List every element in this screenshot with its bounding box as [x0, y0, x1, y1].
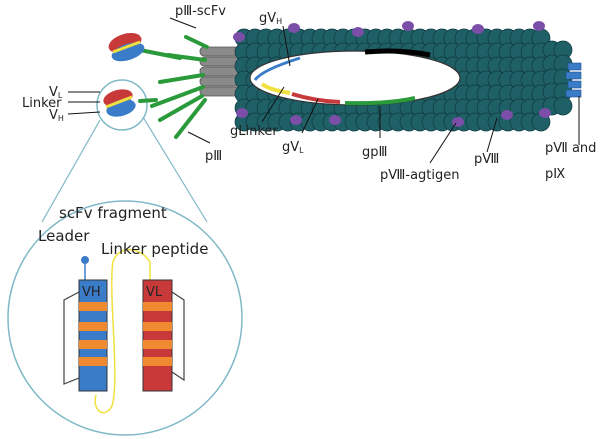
antigen-dot [329, 115, 341, 125]
pviii-label: pⅧ [474, 152, 499, 167]
antigen-dot [352, 27, 364, 37]
vl-disulfide-bracket [171, 291, 185, 382]
vh-cdr-band [79, 302, 107, 311]
vl-cdr-band [143, 357, 172, 366]
pviii-agtigen-label: pⅧ-agtigen [380, 168, 459, 183]
zoom-line-right [142, 116, 208, 223]
vl-cdr-band [143, 322, 172, 331]
pvii-pix-cap [565, 62, 582, 98]
antigen-dot [472, 24, 484, 34]
scfv-fragment-title: scFv fragment [59, 204, 167, 222]
scfv-unit-circled [96, 79, 158, 131]
vl-box-label: VL [146, 285, 163, 300]
glinker-pointer [261, 86, 285, 123]
antigen-dot [402, 21, 414, 31]
vh-pointer [67, 111, 101, 115]
vl-cdr-band [143, 340, 172, 349]
labels: pⅢ-scFv VL Linker VH gVH gLinker gVL pⅢ … [22, 4, 596, 183]
leader-dot [81, 256, 89, 264]
vh-cdr-band [79, 322, 107, 331]
glinker-label: gLinker [230, 124, 278, 139]
gvh-label-sub: H [276, 17, 282, 26]
linker-peptide-label: Linker peptide [101, 240, 208, 258]
pviii-pointer [486, 117, 498, 153]
piii-rods [150, 35, 209, 139]
gvl-label-sub: L [299, 146, 304, 155]
glinker-segment [260, 82, 291, 95]
pix-label: pⅨ [545, 167, 565, 182]
linker-label: Linker [22, 96, 62, 111]
gvh-pointer [282, 25, 291, 67]
phage-particle [199, 21, 582, 132]
gvl-label-main: gV [282, 140, 299, 155]
gvl-segment [291, 92, 341, 104]
piii-label: pⅢ [205, 149, 222, 164]
scfv-vh-domain [111, 42, 145, 62]
pvii-and-label: pⅦ and [545, 141, 596, 156]
vh-cdr-band [79, 357, 107, 366]
piii-rod [158, 94, 204, 122]
scfv-linker [105, 95, 133, 109]
scfv-fragment-detail: VH VL scFv fragment Leader Linker peptid… [7, 200, 243, 436]
piii-rod [150, 85, 205, 108]
antigen-dot [290, 115, 302, 125]
zoom-circle [96, 79, 148, 131]
piii-rod [184, 35, 209, 49]
zoom-line-left [41, 119, 101, 223]
vh-box-label: VH [82, 285, 101, 300]
pviii-agtigen-pointer [429, 122, 457, 164]
vl-label-sub: L [58, 91, 63, 100]
vl-box [142, 279, 173, 392]
piii-rod [158, 73, 205, 84]
vl-label-main: V [49, 85, 58, 100]
antigen-dot [539, 108, 551, 118]
antigen-dot [236, 108, 248, 118]
pointer-lines [67, 17, 580, 164]
piii-cap [199, 46, 241, 97]
gvl-pointer [301, 98, 319, 134]
antigen-dot [233, 32, 245, 42]
antigen-dot [501, 110, 513, 120]
vh-disulfide-bracket [63, 291, 80, 385]
piii-scfv-pointer [169, 17, 197, 29]
vh-label-main: V [49, 108, 58, 123]
antigen-dot [533, 21, 545, 31]
piii-scfv-label: pⅢ-scFv [175, 4, 226, 19]
vh-cdr-band [79, 340, 107, 349]
gvl-label: gVL [282, 140, 304, 155]
gpiii-label: gpⅢ [362, 145, 387, 160]
piii-pointer [187, 131, 211, 144]
vh-label: VH [49, 108, 64, 123]
gpiii-segment [344, 96, 416, 106]
genome-black-segment [364, 48, 431, 58]
vl-label: VL [49, 85, 63, 100]
genome-loop [249, 48, 461, 106]
piii-rod [174, 98, 207, 139]
gvh-segment [253, 56, 301, 81]
gvh-label-main: gV [259, 11, 276, 26]
leader-label: Leader [38, 227, 90, 245]
antigen-dot [288, 23, 300, 33]
vh-box [78, 279, 108, 392]
scfv-unit-top [108, 32, 182, 62]
pviii-coat-subunit [553, 96, 573, 116]
vl-cdr-band [143, 302, 172, 311]
scfv-linker [112, 40, 141, 54]
linker-peptide-loop [94, 248, 151, 414]
vh-label-sub: H [58, 114, 64, 123]
gvh-label: gVH [259, 11, 282, 26]
